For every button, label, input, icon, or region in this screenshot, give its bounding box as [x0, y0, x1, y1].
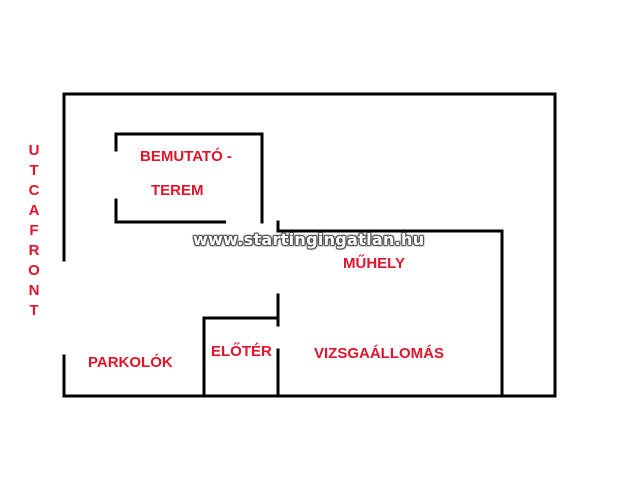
street-front-letter: C [28, 182, 40, 199]
showroom-door-gap [226, 218, 232, 225]
lobby-wall [202, 316, 280, 398]
street-front-letter: O [28, 262, 40, 279]
lobby-label: ELŐTÉR [211, 343, 272, 360]
street-front-letter: U [28, 142, 40, 159]
outer-wall-top-left [62, 92, 557, 398]
street-front-letter: F [29, 222, 39, 239]
workshop-label: MŰHELY [343, 255, 405, 272]
showroom-label-line1: BEMUTATÓ - [140, 148, 232, 165]
street-front-letter: T [29, 302, 39, 319]
street-front-letter: N [28, 282, 40, 299]
showroom-wall [114, 132, 264, 224]
showroom-wall-bottom [114, 198, 230, 224]
showroom-label-line2: TEREM [151, 182, 204, 199]
workshop-wall [276, 220, 504, 398]
parking-label: PARKOLÓK [88, 354, 173, 371]
street-front-letter: T [29, 162, 39, 179]
street-front-letter: A [28, 202, 40, 219]
inspection-station-label: VIZSGAÁLLOMÁS [314, 345, 444, 362]
watermark-text: www.startingingatlan.hu [193, 230, 425, 249]
street-front-letter: R [28, 242, 40, 259]
